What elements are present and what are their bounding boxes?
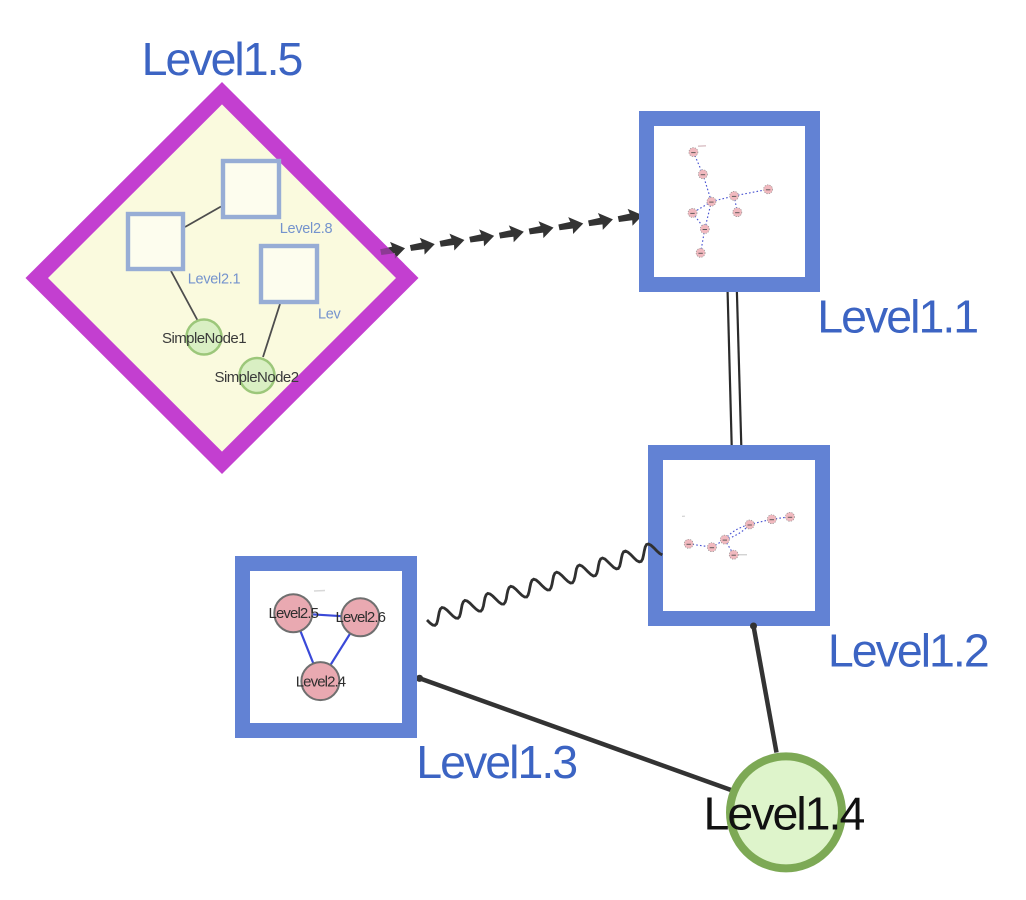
svg-text:Level2.4: Level2.4 bbox=[296, 673, 346, 690]
svg-text:Lev: Lev bbox=[318, 306, 342, 322]
svg-text:Level1.2: Level1.2 bbox=[828, 624, 988, 676]
svg-text:Level2.6: Level2.6 bbox=[336, 609, 386, 626]
svg-text:Level2.8: Level2.8 bbox=[280, 221, 333, 237]
svg-text:Level1.1: Level1.1 bbox=[817, 291, 977, 343]
svg-text:Level1.3: Level1.3 bbox=[416, 736, 576, 788]
svg-text:Level2.1: Level2.1 bbox=[188, 272, 241, 288]
svg-text:Level1.5: Level1.5 bbox=[142, 33, 302, 85]
svg-text:SimpleNode2: SimpleNode2 bbox=[214, 369, 298, 386]
svg-text:Level2.5: Level2.5 bbox=[269, 605, 319, 622]
svg-text:SimpleNode1: SimpleNode1 bbox=[162, 330, 246, 347]
svg-text:Level1.4: Level1.4 bbox=[704, 788, 865, 840]
